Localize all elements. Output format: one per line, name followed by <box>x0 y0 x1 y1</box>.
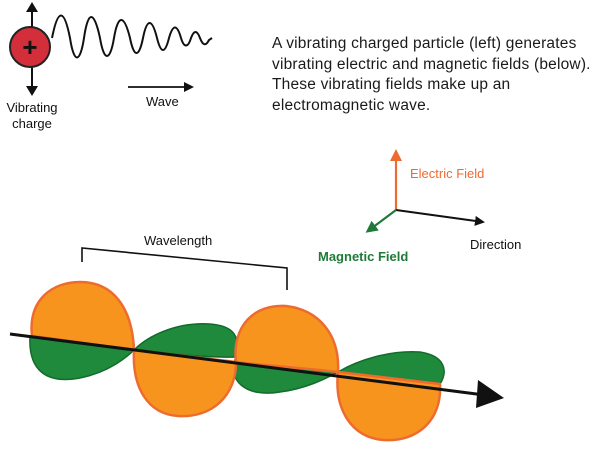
damped-wave <box>51 14 213 59</box>
em-wave <box>9 280 504 442</box>
electric-lobe-4 <box>336 370 442 442</box>
direction-label: Direction <box>470 237 522 252</box>
description-text: A vibrating charged particle (left) gene… <box>272 35 591 114</box>
vibrating-label-line2: charge <box>12 116 52 131</box>
up-arrow-head <box>26 2 38 12</box>
vibrating-charge-group: + <box>9 2 213 96</box>
charge-plus-icon: + <box>22 32 37 62</box>
wave-label: Wave <box>146 94 179 109</box>
axis-triad <box>365 149 485 233</box>
electric-lobe-3 <box>234 304 340 374</box>
down-arrow-head <box>26 86 38 96</box>
wavelength-label: Wavelength <box>144 233 213 248</box>
magnetic-field-label: Magnetic Field <box>318 249 409 264</box>
vibrating-charge-label: Vibrating charge <box>0 100 64 132</box>
charge-circle <box>9 26 51 68</box>
direction-arrow-icon <box>395 209 485 226</box>
magnetic-field-arrow-icon <box>365 209 397 233</box>
wavelength-bracket <box>81 247 288 290</box>
electric-field-label: Electric Field <box>410 166 485 181</box>
propagation-arrow-icon <box>476 380 504 408</box>
propagation-axis <box>9 332 493 398</box>
vibrating-label-line1: Vibrating <box>6 100 58 115</box>
